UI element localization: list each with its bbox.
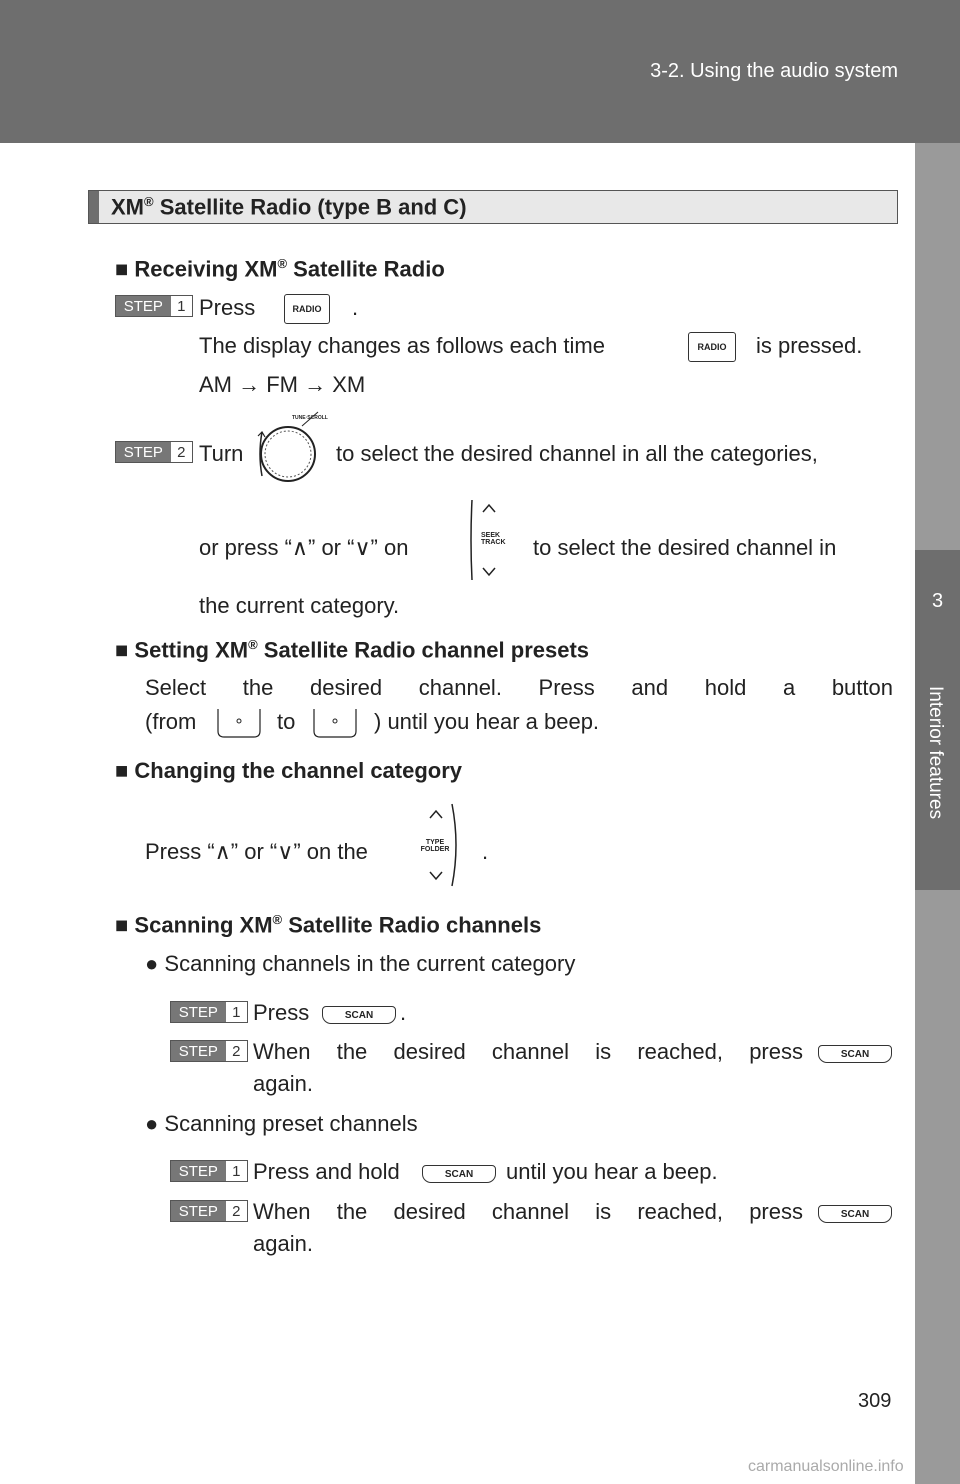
step1-note-a: The display changes as follows each time — [199, 333, 605, 358]
page-header: 3-2. Using the audio system — [0, 0, 960, 143]
preset-button-icon — [313, 709, 357, 738]
type-folder-label: TYPE FOLDER — [420, 839, 450, 853]
breadcrumb: 3-2. Using the audio system — [650, 60, 898, 82]
step1-period: . — [352, 295, 359, 320]
radio-button[interactable]: RADIO — [688, 332, 736, 362]
step2-turn: Turn — [199, 441, 244, 466]
preset-button-6[interactable] — [313, 707, 357, 739]
heading-presets: ■ Setting XM® Satellite Radio channel pr… — [115, 637, 590, 663]
section-title: XM® Satellite Radio (type B and C) — [111, 194, 467, 220]
heading-category: ■ Changing the channel category — [115, 758, 463, 783]
preset-button-icon — [217, 709, 261, 738]
side-tab-top — [915, 143, 960, 550]
category-text-a: Press “∧” or “∨” on the — [145, 839, 368, 864]
bullet-current-category: ● Scanning channels in the current categ… — [145, 951, 576, 976]
knob-label: TUNE·SCROLL — [292, 415, 328, 421]
b1-step2-b: again. — [253, 1071, 313, 1096]
step2-text-a: to select the desired channel in all the… — [336, 441, 818, 466]
step2-text-d: the current category. — [199, 593, 400, 618]
presets-line2-b: to — [277, 709, 296, 734]
radio-button[interactable]: RADIO — [284, 294, 330, 324]
heading-scanning: ■ Scanning XM® Satellite Radio channels — [115, 912, 542, 938]
band-sequence: AM → FM → XM — [199, 372, 366, 397]
presets-line2-c: ) until you hear a beep. — [374, 709, 600, 734]
b2-step1-a: Press and hold — [253, 1159, 400, 1184]
step2-text-c: to select the desired channel in — [533, 535, 837, 560]
scan-button[interactable]: SCAN — [818, 1045, 892, 1063]
chapter-number: 3 — [931, 590, 944, 612]
presets-line1: Select the desired channel. Press and ho… — [145, 675, 893, 700]
watermark: carmanualsonline.info — [748, 1458, 904, 1475]
scan-button[interactable]: SCAN — [818, 1205, 892, 1223]
presets-line2-a: (from — [145, 709, 197, 734]
scan-button[interactable]: SCAN — [322, 1006, 396, 1024]
heading-receiving: ■ Receiving XM® Satellite Radio — [115, 256, 445, 282]
tune-knob[interactable]: TUNE·SCROLL — [252, 410, 328, 490]
type-folder-icon — [429, 803, 457, 887]
page-number: 309 — [858, 1390, 892, 1412]
chapter-label: Interior features — [925, 686, 946, 820]
side-tab-bottom — [915, 890, 960, 1484]
bullet-preset-channels: ● Scanning preset channels — [145, 1111, 418, 1136]
seek-switch-icon — [470, 499, 496, 581]
step1-note-b: is pressed. — [756, 333, 863, 358]
type-folder-switch[interactable]: TYPE FOLDER — [410, 802, 458, 888]
seek-track-switch[interactable]: SEEK TRACK — [466, 498, 512, 582]
b1-step1-a: Press — [253, 1000, 310, 1025]
side-tab-mid — [915, 550, 960, 890]
seek-label: SEEK TRACK — [481, 532, 506, 546]
step2-text-b: or press “∧” or “∨” on — [199, 535, 409, 560]
side-tab: 3 Interior features — [915, 0, 960, 1484]
section-title-box: XM® Satellite Radio (type B and C) — [88, 190, 898, 224]
step1-press: Press — [199, 295, 256, 320]
category-text-b: . — [482, 839, 489, 864]
b2-step2-b: again. — [253, 1231, 313, 1256]
scan-button[interactable]: SCAN — [422, 1165, 496, 1183]
knob-icon — [257, 411, 319, 482]
b2-step1-b: until you hear a beep. — [506, 1159, 718, 1184]
preset-button-1[interactable] — [217, 707, 261, 739]
b1-step1-b: . — [400, 1000, 407, 1025]
b1-step2-a: When the desired channel is reached, pre… — [253, 1039, 803, 1064]
b2-step2-a: When the desired channel is reached, pre… — [253, 1199, 803, 1224]
